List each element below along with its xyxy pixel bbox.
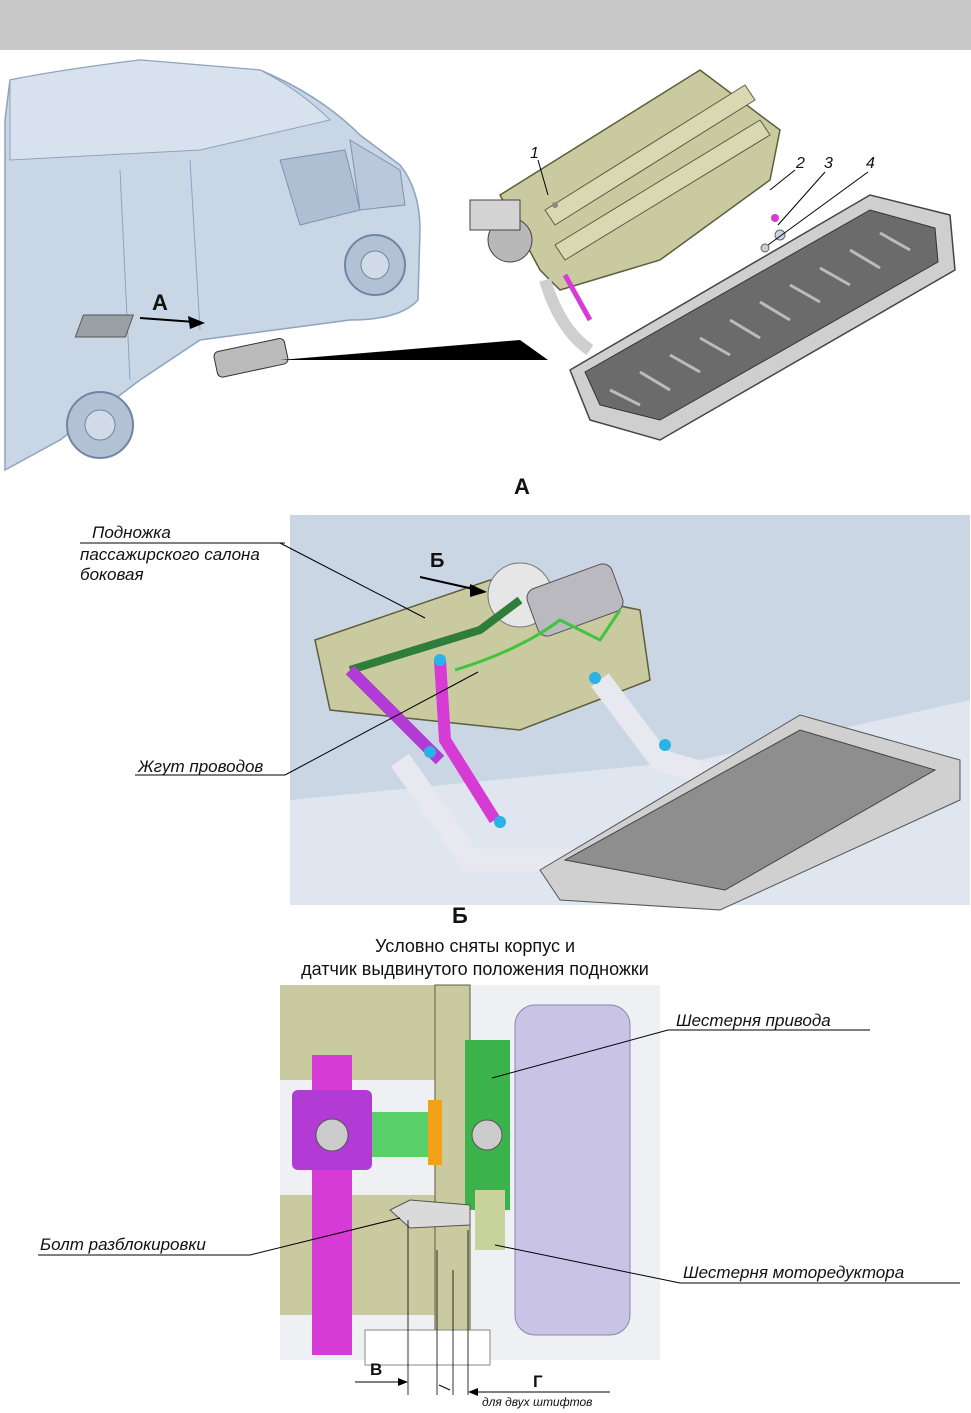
callout-drive-gear: Шестерня привода: [676, 1011, 831, 1030]
callout-step-line-2: пассажирского салона: [80, 545, 260, 564]
part-number-1: 1: [530, 145, 539, 163]
callout-step-line-1: Подножка: [92, 523, 171, 542]
view-a-title: А: [514, 474, 530, 500]
view-b-title: Б: [452, 903, 468, 929]
view-b-caption-line-2: датчик выдвинутого положения подножки: [220, 958, 730, 980]
callout-unlock-bolt: Болт разблокировки: [40, 1235, 206, 1254]
view-b-caption-line-1: Условно сняты корпус и: [280, 935, 670, 957]
zoom-wedge: [280, 340, 548, 360]
van-illustration: [5, 60, 420, 470]
callout-wire-harness: Жгут проводов: [138, 757, 263, 776]
part-number-3: 3: [824, 155, 833, 173]
part-number-2: 2: [796, 155, 805, 173]
dimension-g-label: Г: [533, 1372, 543, 1392]
view-a-illustration: [80, 515, 970, 910]
step-assembly-illustration: [470, 70, 955, 440]
view-b-illustration: [38, 985, 960, 1396]
dimension-v-label: В: [370, 1360, 382, 1380]
callout-step-line-3: боковая: [80, 565, 144, 584]
callout-motor-gear: Шестерня моторедуктора: [683, 1263, 904, 1282]
view-a-arrow-label: A: [152, 290, 168, 316]
part-number-4: 4: [866, 155, 875, 173]
view-b-arrow-label: Б: [430, 550, 444, 573]
dimension-note: для двух штифтов: [482, 1395, 592, 1409]
